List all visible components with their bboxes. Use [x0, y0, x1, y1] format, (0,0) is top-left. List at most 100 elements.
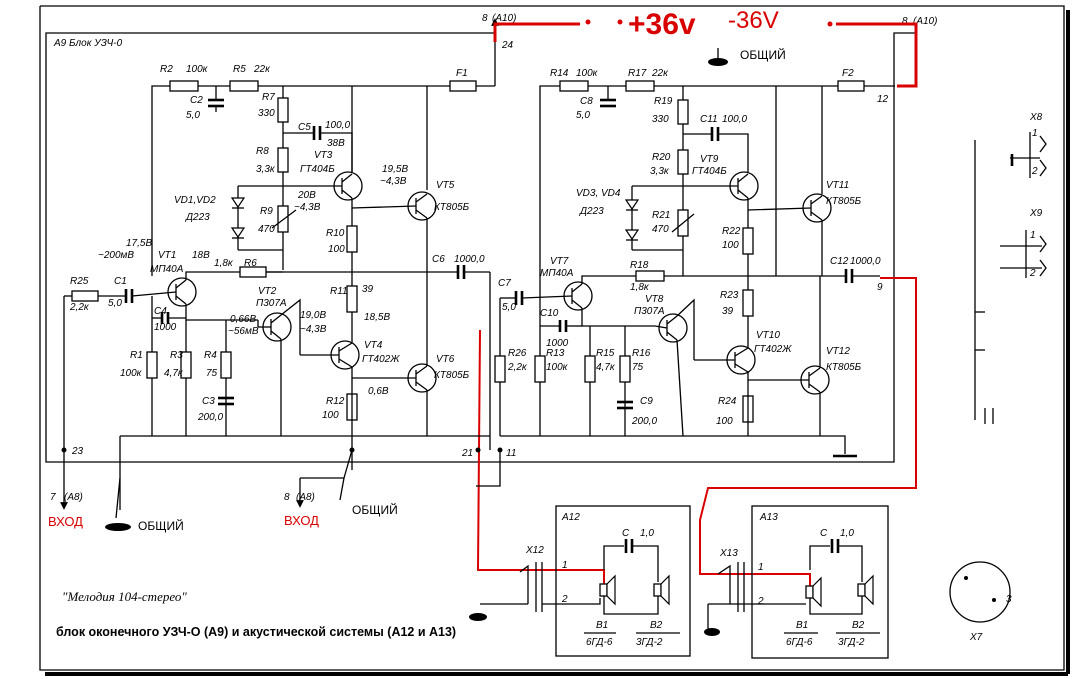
value-r20: 3,3к [650, 166, 670, 177]
value-r8: 3,3к [256, 164, 276, 175]
label-obshchiy-left: ОБЩИЙ [138, 518, 184, 533]
value-c4: 1000 [154, 322, 177, 333]
value-r6: 1,8к [214, 258, 234, 269]
value-066v: 0,66В [230, 314, 256, 325]
transistor-vt1 [167, 277, 197, 307]
label-r13: R13 [546, 348, 565, 359]
resistor-r22 [742, 227, 754, 255]
fuse-f2 [837, 80, 865, 92]
label-f2: F2 [842, 68, 854, 79]
value-r2: 100к [186, 64, 209, 75]
pin-21: 21 [461, 448, 473, 459]
label-r7: R7 [262, 92, 275, 103]
label-r24: R24 [718, 396, 737, 407]
a13-speaker-b1 [805, 585, 814, 599]
label-c2: C2 [190, 95, 203, 106]
value-185v: 18,5В [364, 312, 390, 323]
label-obshchiy-top: ОБЩИЙ [740, 47, 786, 62]
value-c5: 100,0 [325, 120, 350, 131]
value-r23: 39 [722, 306, 734, 317]
label-r12: R12 [326, 396, 345, 407]
value-190v: 19,0В [300, 310, 326, 321]
pin-7: 7 [50, 492, 56, 503]
speaker-block-a12: А12 Х12 1 2 C 1,0 B1 6ГД-6 B2 3ГД-2 [519, 505, 691, 657]
a13-pin1: 1 [758, 562, 764, 573]
label-r6: R6 [244, 258, 257, 269]
value-c7: 5,0 [502, 302, 516, 313]
label-r18: R18 [630, 260, 649, 271]
label-vt4: VT4 [364, 340, 383, 351]
value-r4: 75 [206, 368, 218, 379]
label-x12: Х12 [525, 545, 544, 556]
label-r2: R2 [160, 64, 173, 75]
a12-b2-type: 3ГД-2 [636, 637, 663, 648]
label-r3: R3 [170, 350, 183, 361]
resistor-r5 [229, 80, 259, 92]
a12-pin2: 2 [561, 594, 568, 605]
label-x8: Х8 [1029, 112, 1043, 123]
resistor-r1 [146, 351, 158, 379]
a12-b2-label: B2 [650, 620, 663, 631]
label-vkhod-left: ВХОД [48, 514, 83, 529]
value-c2: 5,0 [186, 110, 200, 121]
a13-b2-type: 3ГД-2 [838, 637, 865, 648]
value-20v: 20В [297, 190, 316, 201]
label-vt8: VT8 [645, 294, 664, 305]
a13-pin2: 2 [757, 596, 764, 607]
label-c12: C12 [830, 256, 849, 267]
value-r5: 22к [253, 64, 271, 75]
label-x7: Х7 [969, 632, 983, 643]
resistor-r10 [346, 225, 358, 253]
type-vt10: ГТ402Ж [754, 344, 792, 355]
a13-b1-label: B1 [796, 620, 808, 631]
value-r17: 22к [651, 68, 669, 79]
resistor-r19 [677, 99, 689, 125]
value-195v: 19,5В [382, 164, 408, 175]
pin-8-right: 8 [902, 16, 908, 27]
label-c6: C6 [432, 254, 445, 265]
value-r3: 4,7к [164, 368, 184, 379]
label-c7: C7 [498, 278, 511, 289]
label-obshchiy-mid: ОБЩИЙ [352, 502, 398, 517]
label-r4: R4 [204, 350, 217, 361]
a13-title: А13 [759, 512, 778, 523]
diode-vd1 [230, 197, 246, 209]
value-r16: 75 [632, 362, 644, 373]
value-r21: 470 [652, 224, 669, 235]
label-r9: R9 [260, 206, 273, 217]
label-vkhod-mid: ВХОД [284, 513, 319, 528]
x9-pin1: 1 [1030, 230, 1036, 241]
a13-b1-type: 6ГД-6 [786, 637, 813, 648]
label-r20: R20 [652, 152, 671, 163]
value-c6: 1000,0 [454, 254, 485, 265]
label-vd1-vd2: VD1,VD2 [174, 195, 216, 206]
resistor-r16 [619, 355, 631, 383]
label-vt10: VT10 [756, 330, 780, 341]
value-56mv: ~56мВ [228, 326, 259, 337]
resistor-r2 [169, 80, 199, 92]
value-r11: 39 [362, 284, 374, 295]
pin-24: 24 [501, 40, 514, 51]
label-vt12: VT12 [826, 346, 850, 357]
label-x9: Х9 [1029, 208, 1043, 219]
page-frame [39, 5, 1070, 676]
label-r8: R8 [256, 146, 269, 157]
label-c1: C1 [114, 276, 127, 287]
block-title: А9 Блок УЗЧ-0 [53, 38, 123, 49]
value-r1: 100к [120, 368, 143, 379]
label-r21: R21 [652, 210, 670, 221]
pin-9: 9 [877, 282, 883, 293]
label-r1: R1 [130, 350, 143, 361]
type-vt12: КТ805Б [826, 362, 862, 373]
diode-vd4 [624, 229, 640, 241]
resistor-r14 [559, 80, 589, 92]
label-r11: R11 [330, 286, 348, 297]
transistor-vt8 [658, 313, 688, 343]
caption-main: блок оконечного УЗЧ-О (А9) и акустическо… [56, 625, 456, 639]
fuse-f1 [449, 80, 477, 92]
type-vt2: П307А [256, 298, 287, 309]
label-c9: C9 [640, 396, 653, 407]
resistor-r26 [494, 355, 506, 383]
resistor-r8 [277, 147, 289, 173]
